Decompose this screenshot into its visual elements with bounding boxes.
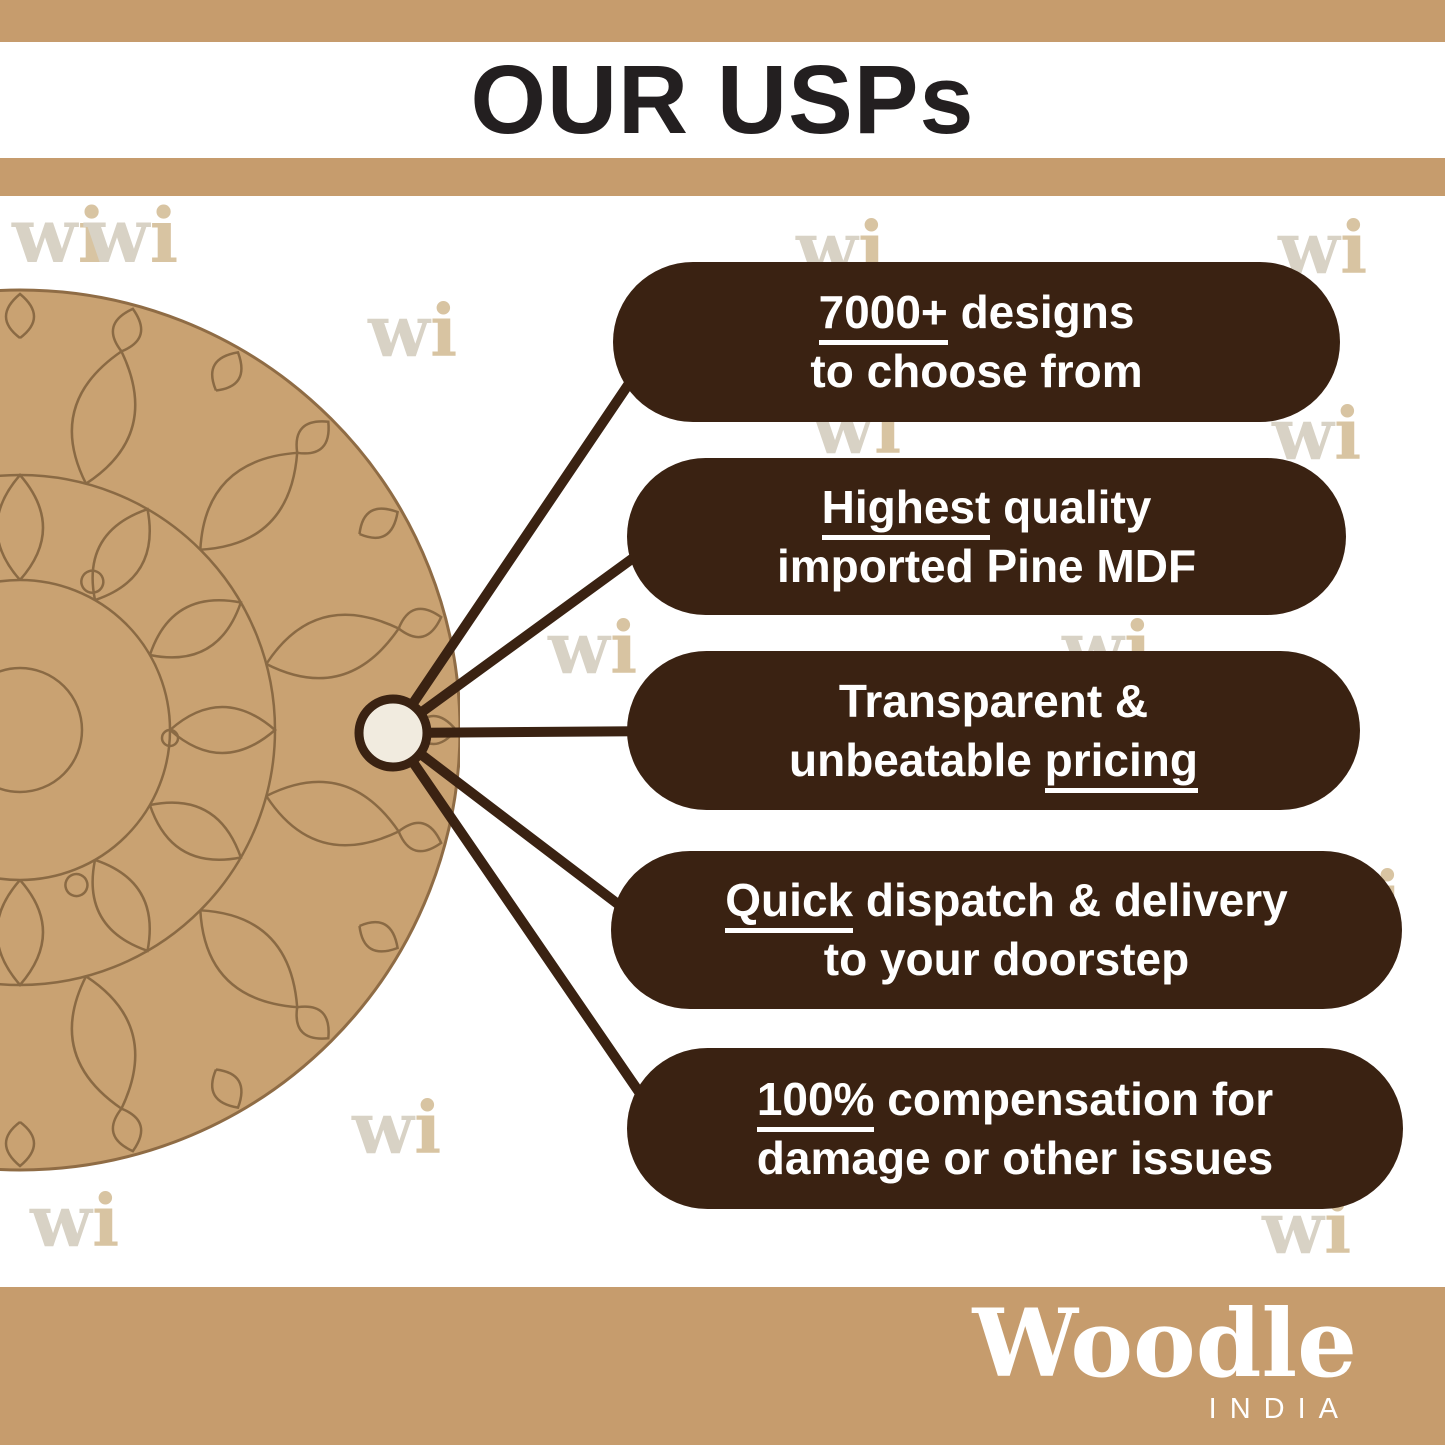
header-band-top	[0, 0, 1445, 42]
usp-text: dispatch & delivery	[853, 874, 1288, 927]
usp-text: to your doorstep	[823, 933, 1190, 985]
watermark-i: i	[91, 1178, 120, 1263]
usp-text-underlined: 7000+	[818, 286, 948, 346]
watermark-w: w	[548, 605, 610, 690]
header-band-bottom	[0, 158, 1445, 196]
usp-text-underlined: Highest	[821, 480, 991, 540]
usp-text: to choose from	[810, 345, 1143, 397]
usp-line: to choose from	[782, 342, 1170, 401]
usp-pill-compensation: 100% compensation for damage or other is…	[627, 1048, 1403, 1209]
watermark-w: w	[84, 191, 150, 280]
watermark-i: i	[149, 191, 179, 280]
watermark-i: i	[1333, 391, 1362, 476]
brand-country: INDIA	[1208, 1393, 1351, 1425]
mdf-board-image	[0, 288, 460, 1172]
usp-text: imported Pine MDF	[776, 539, 1197, 592]
usp-line: unbeatable pricing	[761, 731, 1226, 793]
usp-line: damage or other issues	[729, 1129, 1301, 1188]
page-title: OUR USPs	[470, 45, 975, 154]
mandala-line-art	[0, 292, 458, 1168]
usp-text-underlined: pricing	[1044, 733, 1198, 793]
usp-pill-designs: 7000+ designs to choose from	[613, 262, 1340, 422]
brand-logo: Woodle INDIA	[972, 1297, 1357, 1426]
watermark: wi	[84, 198, 178, 274]
watermark: wi	[12, 198, 106, 274]
usp-text: damage or other issues	[756, 1131, 1274, 1184]
usp-text: compensation for	[874, 1072, 1274, 1125]
watermark-w: w	[12, 191, 78, 280]
usp-line: Highest quality	[794, 478, 1180, 540]
usp-text-underlined: 100%	[756, 1072, 875, 1132]
usp-line: 7000+ designs	[791, 283, 1163, 346]
usp-text: unbeatable	[789, 733, 1045, 786]
usp-pill-dispatch: Quick dispatch & delivery to your doorst…	[611, 851, 1402, 1009]
footer-band: Woodle INDIA	[0, 1287, 1445, 1445]
usp-text: quality	[990, 480, 1152, 533]
watermark-i: i	[1339, 205, 1368, 290]
watermark-i: i	[609, 605, 638, 690]
title-band: OUR USPs	[0, 42, 1445, 158]
watermark-w: w	[30, 1178, 92, 1263]
brand-name: Woodle	[972, 1289, 1357, 1399]
watermark: wi	[548, 612, 637, 684]
usp-line: Transparent &	[811, 672, 1176, 731]
usp-text-underlined: Quick	[725, 874, 854, 934]
usp-line: Quick dispatch & delivery	[697, 871, 1315, 934]
watermark-i: i	[77, 191, 107, 280]
usp-line: imported Pine MDF	[749, 537, 1224, 596]
usp-line: to your doorstep	[796, 930, 1217, 989]
usp-text: Transparent &	[838, 674, 1149, 727]
usp-text: designs	[947, 286, 1135, 339]
watermark: wi	[30, 1185, 119, 1257]
mdf-board-edge	[0, 288, 460, 1172]
usp-pill-pricing: Transparent & unbeatable pricing	[627, 651, 1360, 810]
usp-line: 100% compensation for	[729, 1070, 1301, 1132]
usp-pill-quality: Highest quality imported Pine MDF	[627, 458, 1346, 615]
